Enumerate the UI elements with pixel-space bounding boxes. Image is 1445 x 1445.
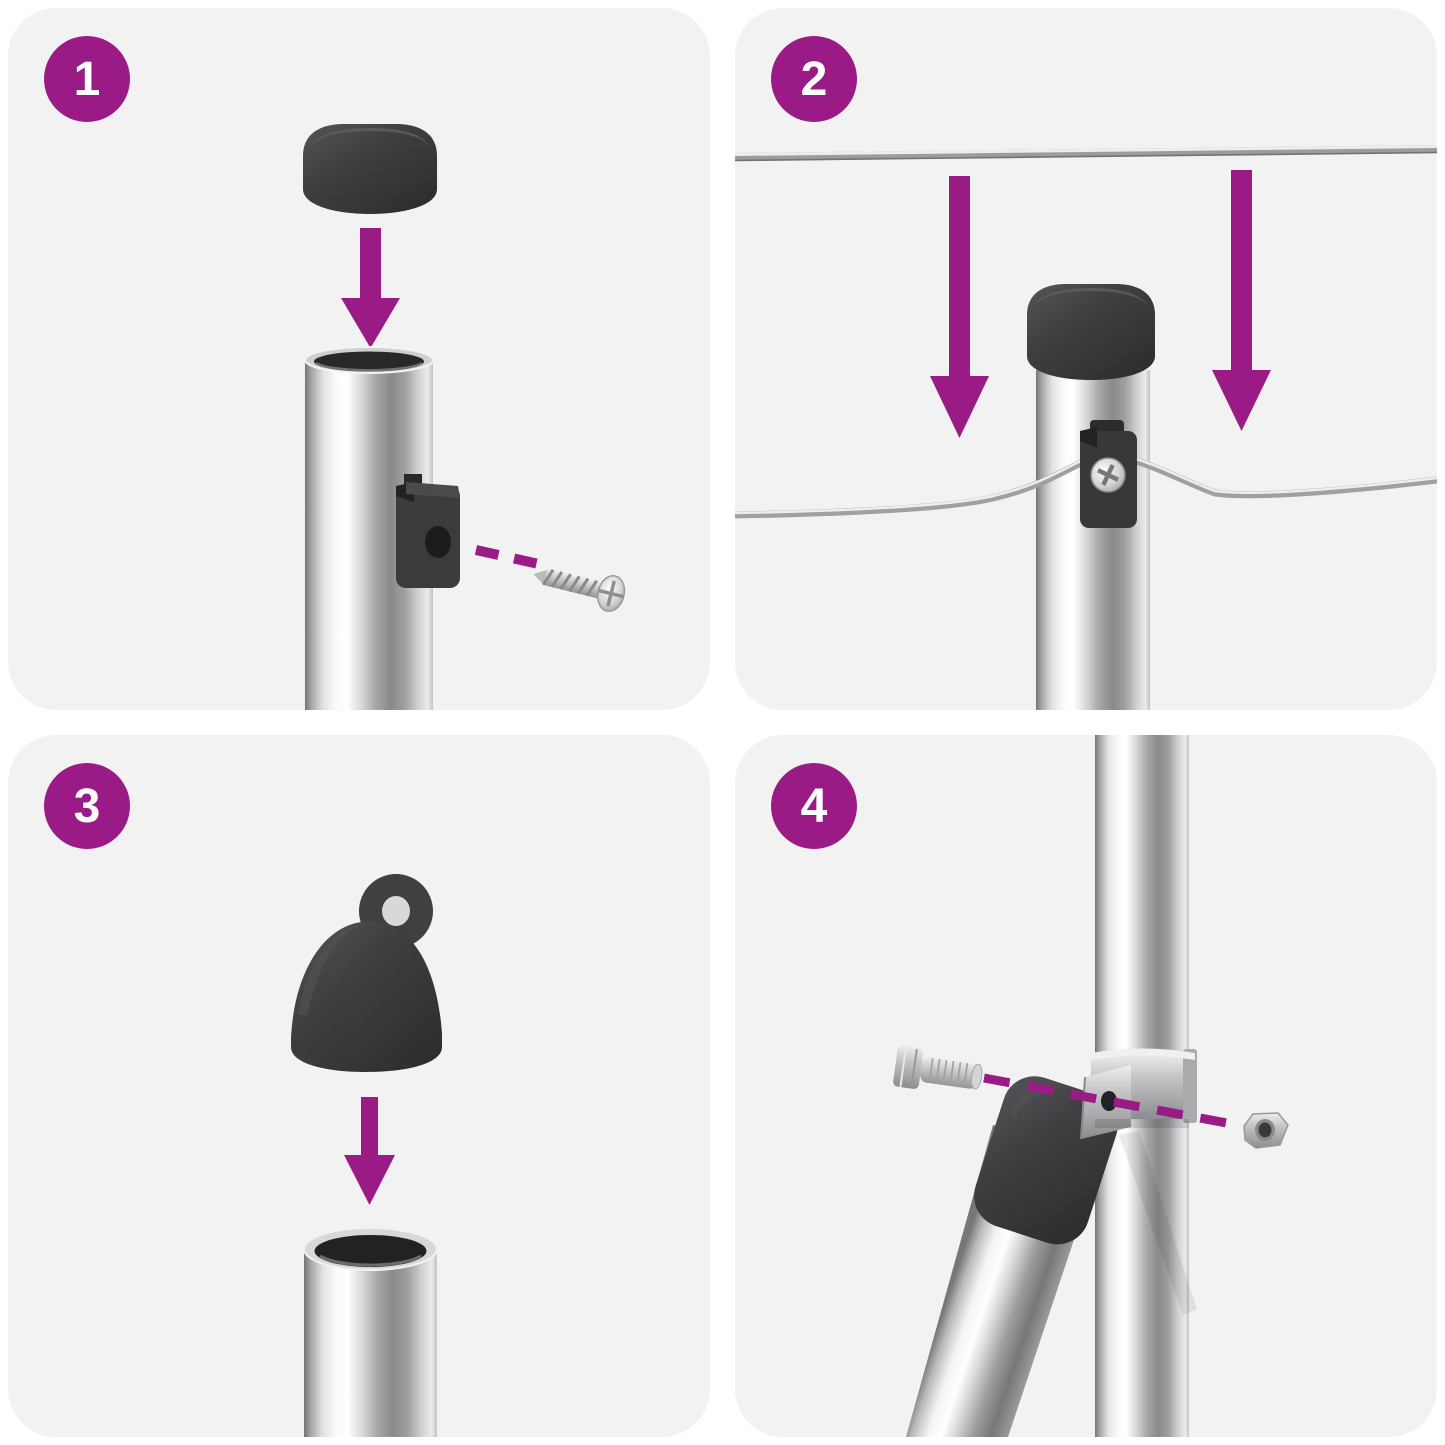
step-number-badge: 3	[44, 763, 130, 849]
step-number-badge: 4	[771, 763, 857, 849]
step-panel-3: 3	[8, 735, 710, 1437]
step-panel-2: 2	[735, 8, 1437, 710]
step-1-illustration	[303, 124, 626, 710]
clothesline-wire-right	[1131, 456, 1437, 499]
end-cap-icon	[303, 124, 437, 214]
step-number-badge: 2	[771, 36, 857, 122]
down-arrow-icon	[344, 1097, 395, 1205]
step-number: 4	[800, 779, 828, 833]
step-panel-4: 4	[735, 735, 1437, 1437]
hex-bolt-icon	[893, 1045, 983, 1090]
clamp-bracket-icon	[1080, 1048, 1197, 1140]
step-panel-1: 1	[8, 8, 710, 710]
strut-shadow	[1119, 1131, 1197, 1315]
clothesline-wire-left	[735, 456, 1089, 519]
step-number: 3	[73, 779, 101, 833]
clamp-hole	[1101, 1091, 1117, 1111]
hex-nut-icon	[1243, 1112, 1289, 1149]
down-arrow-icon	[1212, 170, 1271, 431]
step-4-illustration	[893, 735, 1289, 1437]
step-3-illustration	[291, 874, 442, 1437]
step-2-illustration	[735, 145, 1437, 710]
wire-clip-icon	[1080, 420, 1137, 528]
wire-clip-icon	[396, 474, 460, 588]
screw-icon	[533, 568, 626, 613]
step-number: 2	[800, 52, 828, 106]
down-arrow-icon	[341, 228, 400, 348]
step-number-badge: 1	[44, 36, 130, 122]
step-number: 1	[73, 52, 101, 106]
dashed-guide-line	[474, 545, 554, 572]
down-arrow-icon	[930, 176, 989, 438]
clothesline-wire-top	[735, 145, 1437, 162]
open-tube-icon	[303, 1227, 438, 1437]
eyelet-cap-icon	[291, 874, 442, 1072]
